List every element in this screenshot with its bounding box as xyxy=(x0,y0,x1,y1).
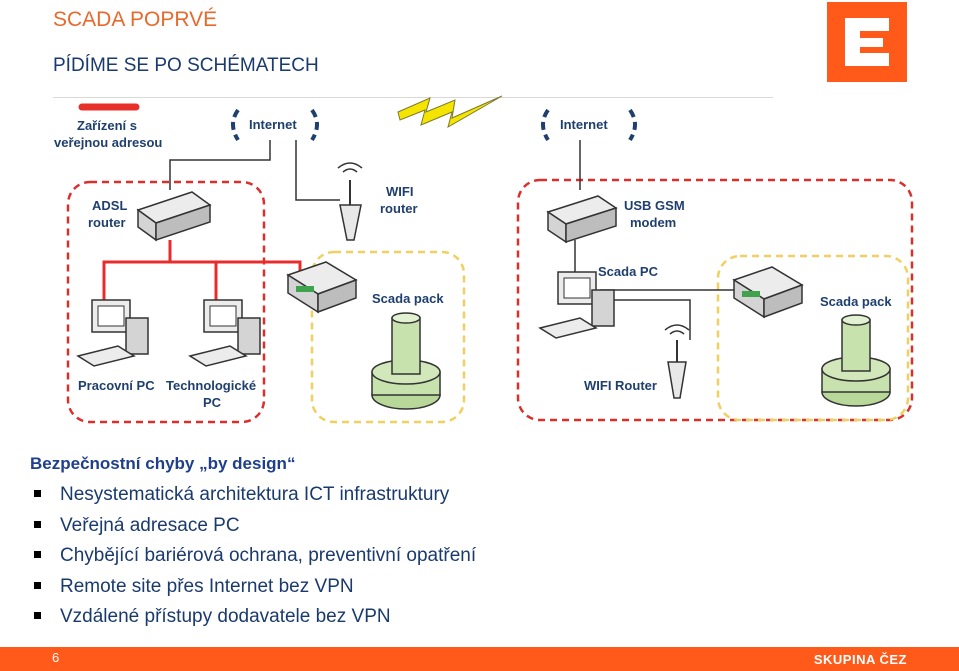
bullet-text: Remote site přes Internet bez VPN xyxy=(60,575,354,597)
scada-pack-right-label: Scada pack xyxy=(820,294,892,309)
slide-subtitle: PÍDÍME SE PO SCHÉMATECH xyxy=(53,55,319,76)
internet-right-label: Internet xyxy=(560,117,608,132)
footer-bar: 6 SKUPINA ČEZ xyxy=(0,647,959,671)
slide-title: SCADA POPRVÉ xyxy=(53,8,218,31)
work-pc-icon xyxy=(76,299,149,367)
bullet-text: Nesystematická architektura ICT infrastr… xyxy=(60,484,450,505)
scada-pack-device-left xyxy=(286,261,358,314)
local-network-zone-left xyxy=(66,180,266,424)
scada-pc-label: Scada PC xyxy=(598,264,659,279)
wifi-router-right-label: WIFI Router xyxy=(584,378,657,393)
bullet-text: Chybějící bariérová ochrana, preventivní… xyxy=(60,545,477,566)
network-diagram: Zařízení s veřejnou adresou Internet Int… xyxy=(54,95,914,424)
gsm-line-2: modem xyxy=(630,215,676,230)
scada-tank-right xyxy=(821,314,891,407)
adsl-router-icon xyxy=(136,191,212,242)
wifi-router-right-icon xyxy=(664,324,690,399)
internet-cloud-right: Internet xyxy=(541,108,637,142)
legend-line-1: Zařízení s xyxy=(77,118,137,133)
scada-pack-zone-right xyxy=(716,254,910,422)
network-wires xyxy=(102,140,741,340)
bullet-text: Vzdálené přístupy dodavatele bez VPN xyxy=(60,606,391,627)
remote-site-zone xyxy=(516,178,914,422)
legend-line-2: veřejnou adresou xyxy=(54,135,162,150)
issues-list: Nesystematická architektura ICT infrastr… xyxy=(30,484,476,637)
wifi-line-2: router xyxy=(380,201,418,216)
scada-pc-icon xyxy=(538,271,615,339)
list-item: Nesystematická architektura ICT infrastr… xyxy=(30,484,476,515)
gsm-line-1: USB GSM xyxy=(624,198,685,213)
usb-gsm-modem-icon xyxy=(546,195,618,244)
tech-line-2: PC xyxy=(203,395,222,410)
adsl-router-label: ADSL router xyxy=(88,198,131,230)
brand-label: SKUPINA ČEZ xyxy=(813,652,907,667)
list-item: Veřejná adresace PC xyxy=(30,515,476,546)
adsl-line-2: router xyxy=(88,215,126,230)
work-pc-label: Pracovní PC xyxy=(78,378,155,393)
scada-pack-left-label: Scada pack xyxy=(372,291,444,306)
adsl-line-1: ADSL xyxy=(92,198,127,213)
list-item: Remote site přes Internet bez VPN xyxy=(30,576,476,607)
list-item: Chybějící bariérová ochrana, preventivní… xyxy=(30,545,476,576)
scada-pack-zone-left xyxy=(310,250,466,424)
page-number: 6 xyxy=(52,650,60,665)
tech-pc-label: Technologické PC xyxy=(166,378,260,410)
legend-public-label: Zařízení s veřejnou adresou xyxy=(54,118,162,150)
wifi-router-icon xyxy=(337,162,363,241)
internet-left-label: Internet xyxy=(249,117,297,132)
bullet-square-icon xyxy=(34,581,41,589)
lightning-icon xyxy=(397,95,503,129)
tech-pc-icon xyxy=(188,299,261,367)
scada-tank-left xyxy=(371,312,441,410)
list-item: Vzdálené přístupy dodavatele bez VPN xyxy=(30,606,476,637)
header-divider xyxy=(53,97,773,98)
internet-cloud-left: Internet xyxy=(231,108,319,142)
wifi-router-label: WIFI router xyxy=(380,184,418,216)
cez-logo-icon xyxy=(827,2,907,82)
tech-line-1: Technologické xyxy=(166,378,256,393)
bullet-square-icon xyxy=(34,520,41,528)
bullet-text: Veřejná adresace PC xyxy=(60,514,240,536)
bullet-square-icon xyxy=(34,551,41,558)
scada-pack-device-right xyxy=(732,266,804,319)
usb-gsm-modem-label: USB GSM modem xyxy=(624,198,688,230)
bullet-square-icon xyxy=(34,612,41,619)
bullet-square-icon xyxy=(34,490,41,497)
issues-heading: Bezpečnostní chyby „by design“ xyxy=(30,454,296,473)
wifi-line-1: WIFI xyxy=(386,184,413,199)
